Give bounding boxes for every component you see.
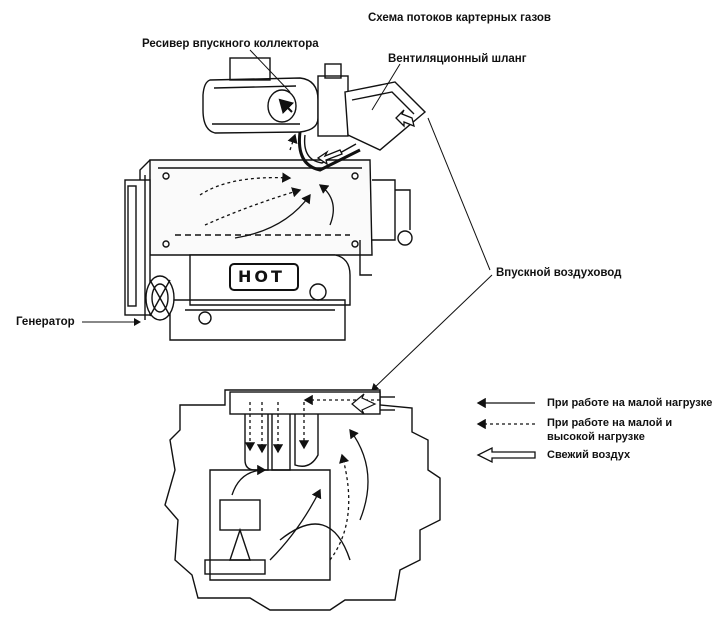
legend-hollow-arrow — [476, 446, 536, 464]
label-generator: Генератор — [16, 316, 75, 328]
engine-top-view — [124, 57, 427, 341]
hot-warning-label: HOT — [238, 267, 285, 286]
label-air-duct: Впускной воздуховод — [496, 267, 622, 279]
top-flow-arrows — [199, 98, 334, 239]
fresh-air-arrow-duct — [351, 393, 377, 415]
fresh-air-arrow-hose — [316, 149, 343, 166]
legend-low-high-load: При работе на малой и высокой нагрузке — [547, 417, 673, 443]
engine-cross-section — [164, 389, 441, 611]
legend-low-load: При работе на малой нагрузке — [547, 397, 713, 409]
label-intake-receiver: Ресивер впускного коллектора — [142, 38, 319, 50]
label-vent-hose: Вентиляционный шланг — [388, 53, 527, 65]
legend-fresh-air: Свежий воздух — [547, 449, 631, 461]
diagram-title: Схема потоков картерных газов — [368, 12, 551, 24]
fresh-air-arrow-top — [395, 109, 415, 128]
legend-symbols — [476, 397, 536, 464]
